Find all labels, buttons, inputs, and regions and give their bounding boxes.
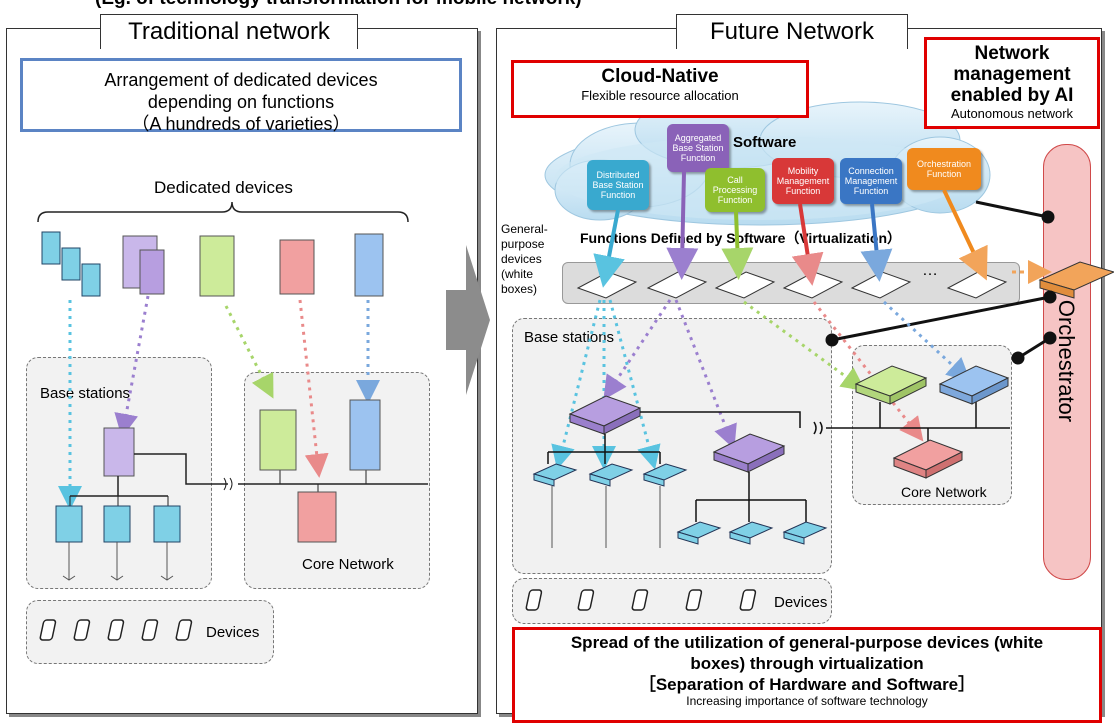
orchestrator-label: Orchestrator [1054,299,1079,423]
ai-sub: Autonomous network [950,106,1074,121]
cloud-native-sub: Flexible resource allocation [581,88,739,103]
right-devices-label: Devices [774,594,828,611]
cloud-native-title: Cloud-Native [601,66,719,87]
traditional-info-box: Arrangement of dedicated devices dependi… [20,58,462,134]
bottom-summary-box: Spread of the utilization of general-pur… [512,627,1102,723]
ai-line-2: management [953,64,1071,85]
summary-line-2: boxes) through virtualization [690,654,924,673]
summary-line-3: ［Separation of Hardware and Software］ [638,675,976,694]
right-core-network-label: Core Network [901,484,987,500]
left-core-network-box [244,372,430,589]
software-label: Software [733,134,797,151]
right-base-stations-box [512,318,832,574]
ai-management-box: Network management enabled by AI Autonom… [924,37,1100,129]
summary-sub: Increasing importance of software techno… [686,694,928,708]
future-network-title: Future Network [676,14,908,49]
left-devices-label: Devices [206,624,260,641]
dedicated-devices-label: Dedicated devices [154,178,293,197]
summary-line-1: Spread of the utilization of general-pur… [570,633,1044,652]
functions-defined-label: Functions Defined by Software（Virtualiza… [580,230,901,246]
traditional-network-title: Traditional network [100,14,358,49]
white-box-rack [562,262,1020,304]
ai-line-1: Network [974,43,1050,64]
left-base-stations-label: Base stations [40,385,131,402]
info-line-3: （A hundreds of varieties） [131,114,351,134]
rack-ellipsis: … [922,262,938,279]
top-caption: (Eg. of technology transformation for mo… [95,0,582,10]
info-line-1: Arrangement of dedicated devices [104,70,378,90]
right-base-stations-label: Base stations [524,329,615,346]
right-core-network-box [852,345,1012,505]
left-core-network-label: Core Network [302,556,394,573]
right-devices-box [512,578,832,624]
ai-line-3: enabled by AI [950,85,1074,106]
info-line-2: depending on functions [147,92,335,112]
cloud-native-box: Cloud-Native Flexible resource allocatio… [511,60,809,118]
